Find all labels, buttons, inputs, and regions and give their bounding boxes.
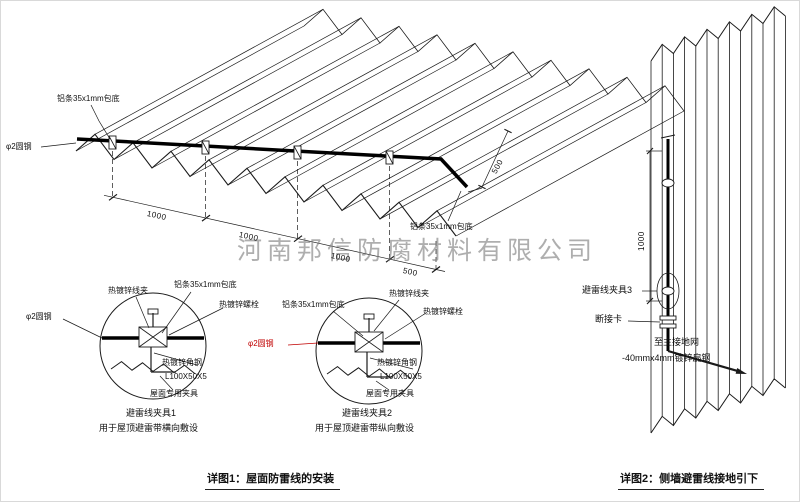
- disconnect-link-plate: [659, 315, 677, 321]
- disconnect-link-plate: [659, 323, 677, 329]
- detail2-leaders: [287, 299, 427, 391]
- lightning-wire: [76, 137, 469, 189]
- leader-strip-right: [447, 190, 462, 222]
- leader-strip-top: [90, 104, 111, 140]
- corrugated-surfaces: [75, 6, 786, 434]
- detail1-leaders: [62, 291, 224, 391]
- lightning-wire-roof: [76, 135, 469, 189]
- wire-clamp-2: [201, 140, 210, 155]
- arrow-to-ground-icon: [735, 368, 747, 374]
- leader-disconnect: [627, 320, 661, 323]
- wall-clamp-lower: [661, 286, 675, 296]
- wall-clamp-upper: [661, 178, 675, 188]
- detail2-circle-drawing: [287, 297, 427, 405]
- flat-steel-line: [667, 349, 738, 372]
- wire-clamp-3: [293, 145, 302, 160]
- roof-dimensions: [103, 128, 512, 272]
- wire-clamp-4: [385, 150, 394, 165]
- wall-dimension: [646, 147, 662, 305]
- detail1-circle-drawing: [62, 291, 224, 400]
- roof-leader-lines: [40, 104, 462, 222]
- wall-leader-lines: [627, 290, 661, 323]
- wire-clamp-1: [108, 135, 117, 150]
- leader-round-steel: [40, 142, 77, 148]
- wall-down-lead: [656, 134, 747, 374]
- caption-detail1: 详图1：屋面防雷线的安装: [205, 470, 341, 490]
- caption-detail2: 详图2：侧墙避雷线接地引下: [618, 470, 765, 490]
